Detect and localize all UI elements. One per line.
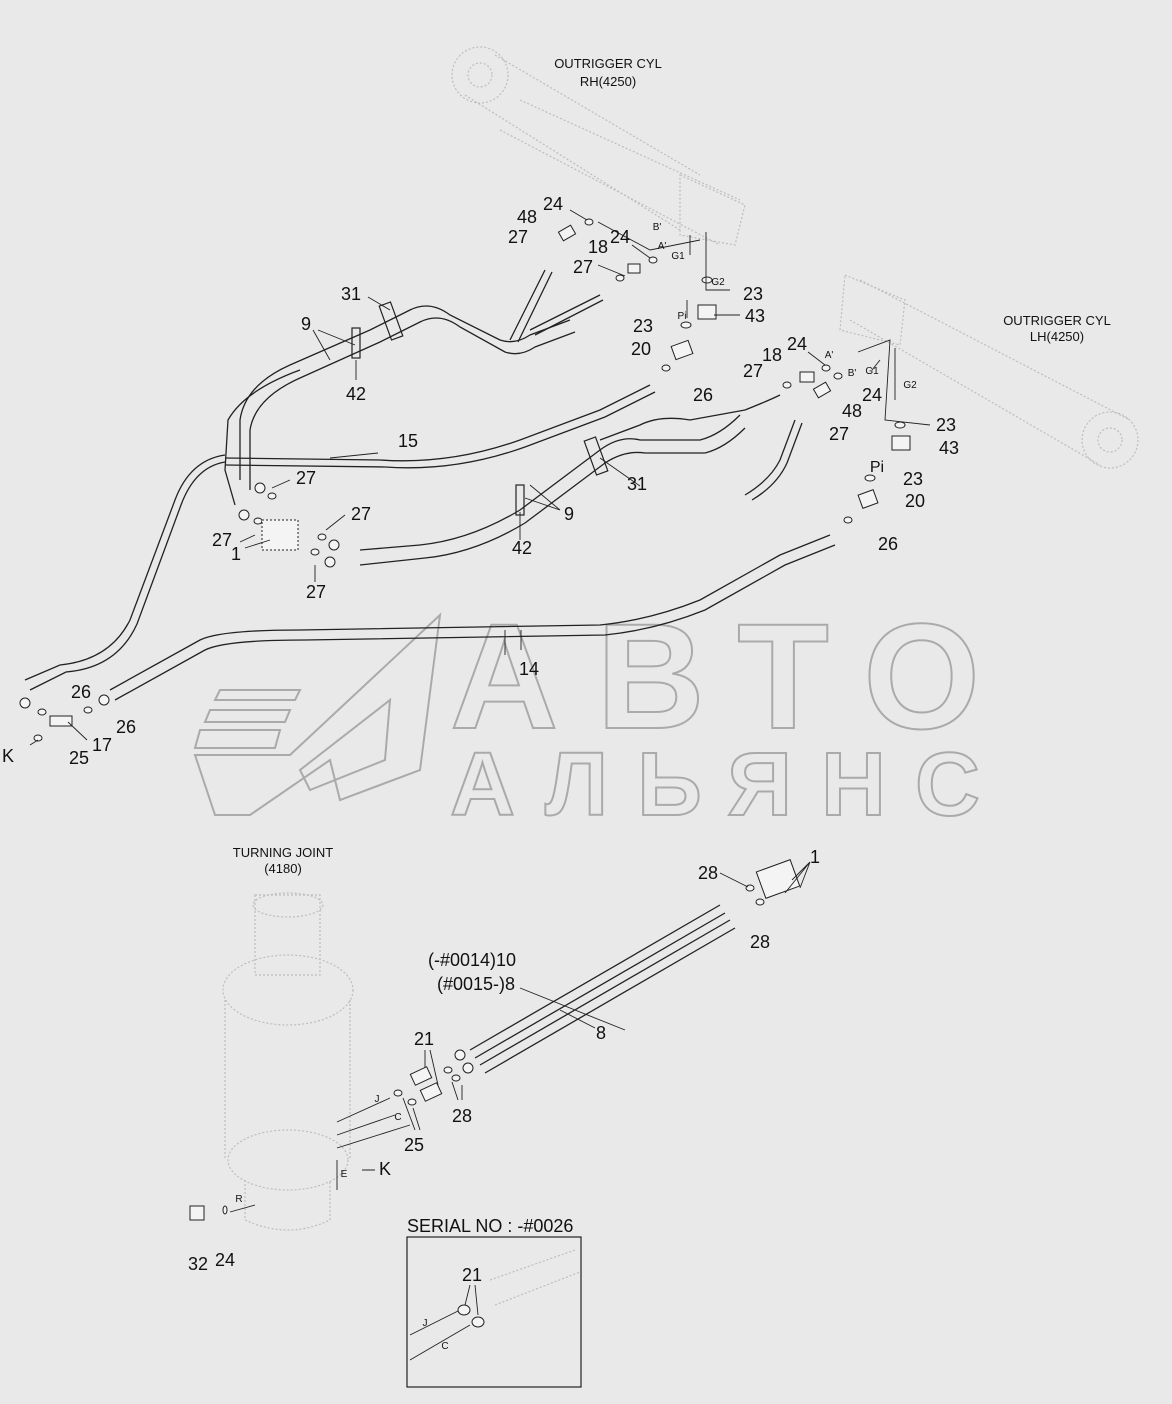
callout-18: 18 bbox=[588, 237, 608, 257]
callout-17: 17 bbox=[92, 735, 112, 755]
port-b-prime: B' bbox=[848, 368, 857, 379]
callout-9: 9 bbox=[564, 504, 574, 524]
port-a-prime: A' bbox=[825, 350, 834, 361]
port-c: C bbox=[441, 1341, 448, 1352]
callout-48: 48 bbox=[842, 401, 862, 421]
serial-title: SERIAL NO : -#0026 bbox=[407, 1216, 573, 1236]
callout-27: 27 bbox=[829, 424, 849, 444]
callout-20: 20 bbox=[631, 339, 651, 359]
detail-hose-outline bbox=[489, 1249, 581, 1306]
callout-27: 27 bbox=[306, 582, 326, 602]
callout-27: 27 bbox=[573, 257, 593, 277]
callout-24: 24 bbox=[787, 334, 807, 354]
port-pi: Pi bbox=[678, 311, 687, 322]
rh-cylinder-title-line-1: OUTRIGGER CYL bbox=[554, 56, 662, 71]
callout-27: 27 bbox=[296, 468, 316, 488]
callout-23: 23 bbox=[903, 469, 923, 489]
callout-28: 28 bbox=[698, 863, 718, 883]
callout-31: 31 bbox=[341, 284, 361, 304]
port-e: E bbox=[341, 1169, 348, 1180]
hose-rh-upper bbox=[509, 269, 604, 343]
port-c: C bbox=[394, 1112, 401, 1123]
callout-15: 15 bbox=[398, 431, 418, 451]
callout-27: 27 bbox=[508, 227, 528, 247]
port-pi: Pi bbox=[870, 459, 884, 476]
callout-k: K bbox=[379, 1159, 391, 1179]
callout-21: 21 bbox=[414, 1029, 434, 1049]
callout-20: 20 bbox=[905, 491, 925, 511]
titles: OUTRIGGER CYL RH(4250) OUTRIGGER CYL LH(… bbox=[233, 56, 1111, 876]
callout-10: (-#0014)10 bbox=[428, 950, 516, 970]
callout-27: 27 bbox=[212, 530, 232, 550]
callout-8: 8 bbox=[596, 1023, 606, 1043]
callout-43: 43 bbox=[745, 306, 765, 326]
callout-24: 24 bbox=[610, 227, 630, 247]
port-j: J bbox=[423, 1318, 428, 1329]
callout-23: 23 bbox=[936, 415, 956, 435]
callout-21: 21 bbox=[462, 1265, 482, 1285]
callout-42: 42 bbox=[346, 384, 366, 404]
callout-8: (#0015-)8 bbox=[437, 974, 515, 994]
callout-43: 43 bbox=[939, 438, 959, 458]
hose-14 bbox=[109, 534, 836, 701]
port-g2: G2 bbox=[903, 380, 917, 391]
port-b-prime: B' bbox=[653, 222, 662, 233]
turning-joint-title-line-2: (4180) bbox=[264, 861, 302, 876]
callout-24: 24 bbox=[862, 385, 882, 405]
turning-joint-outline bbox=[222, 892, 354, 1231]
callout-23: 23 bbox=[633, 316, 653, 336]
callout-25: 25 bbox=[404, 1135, 424, 1155]
callout-26: 26 bbox=[116, 717, 136, 737]
callout-24: 24 bbox=[543, 194, 563, 214]
pipe-9-rh bbox=[224, 305, 576, 506]
callout-28: 28 bbox=[750, 932, 770, 952]
callout-27: 27 bbox=[351, 504, 371, 524]
hose-15 bbox=[24, 384, 656, 691]
callout-31: 31 bbox=[627, 474, 647, 494]
outrigger-cylinder-rh-outline bbox=[451, 46, 746, 246]
callout-24: 24 bbox=[215, 1250, 235, 1270]
callout-26: 26 bbox=[878, 534, 898, 554]
leader-lines bbox=[29, 209, 931, 1316]
callout-k: K bbox=[2, 746, 14, 766]
callout-27: 27 bbox=[743, 361, 763, 381]
callout-25: 25 bbox=[69, 748, 89, 768]
callout-26: 26 bbox=[71, 682, 91, 702]
callout-26: 26 bbox=[693, 385, 713, 405]
port-lines bbox=[229, 1097, 471, 1361]
lh-cylinder-title-line-1: OUTRIGGER CYL bbox=[1003, 313, 1111, 328]
callout-42: 42 bbox=[512, 538, 532, 558]
callout-28: 28 bbox=[452, 1106, 472, 1126]
callout-32: 32 bbox=[188, 1254, 208, 1274]
serial-detail-box: SERIAL NO : -#0026 bbox=[406, 1216, 582, 1388]
callout-23: 23 bbox=[743, 284, 763, 304]
rh-cylinder-title-line-2: RH(4250) bbox=[580, 74, 636, 89]
lh-cylinder-title-line-2: LH(4250) bbox=[1030, 329, 1084, 344]
hose-8-10 bbox=[469, 904, 736, 1074]
port-g1: G1 bbox=[671, 251, 685, 262]
port-r: R bbox=[235, 1194, 242, 1205]
port-a-prime: A' bbox=[658, 241, 667, 252]
turning-joint-title-line-1: TURNING JOINT bbox=[233, 845, 333, 860]
callout-48: 48 bbox=[517, 207, 537, 227]
watermark-logo: АВТО АЛЬЯНС bbox=[193, 591, 981, 836]
outrigger-cylinder-lh-outline bbox=[839, 274, 1139, 469]
callout-9: 9 bbox=[301, 314, 311, 334]
port-g1: G1 bbox=[865, 366, 879, 377]
callout-1: 1 bbox=[810, 847, 820, 867]
callout-1: 1 bbox=[231, 544, 241, 564]
port-labels: B' A' G1 G2 Pi A' B' G1 G2 Pi J C E R J … bbox=[235, 222, 917, 1352]
pipe-9-lh bbox=[359, 394, 803, 566]
callout-numbers: 24 48 27 24 18 27 23 43 23 20 26 31 9 42… bbox=[2, 194, 959, 1285]
callout-18: 18 bbox=[762, 345, 782, 365]
port-j: J bbox=[375, 1094, 380, 1105]
callout-14: 14 bbox=[519, 659, 539, 679]
port-g2: G2 bbox=[711, 277, 725, 288]
